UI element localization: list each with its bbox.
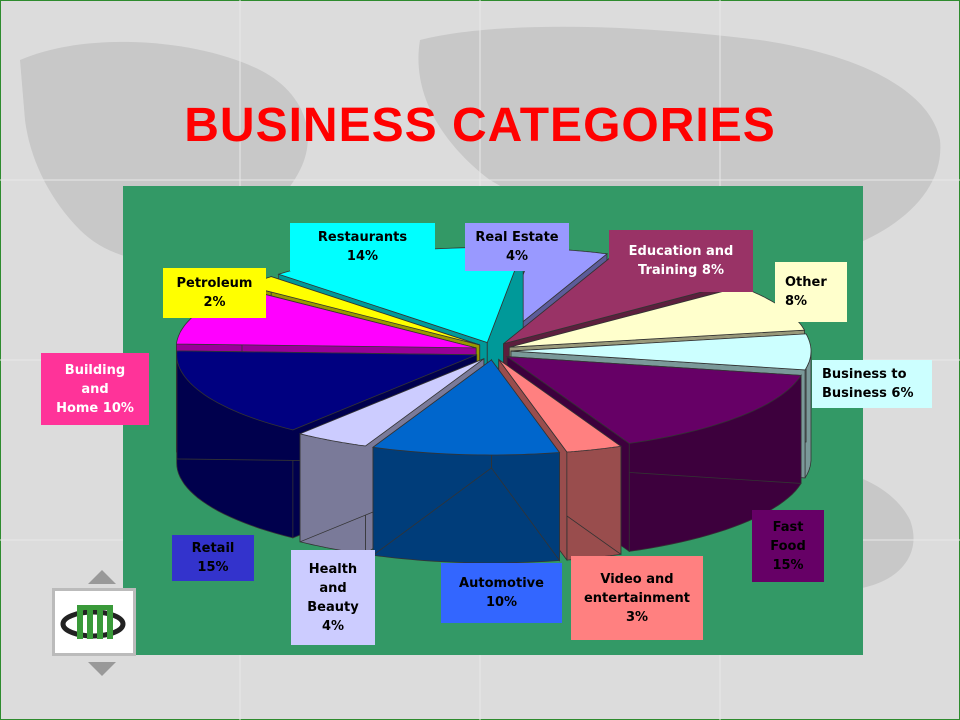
pie-chart [175, 247, 812, 564]
triangle-down-icon[interactable] [88, 662, 116, 676]
label-other: Other 8% [775, 262, 847, 322]
label-education-and-training: Education and Training 8% [609, 230, 753, 292]
navigation-panel [52, 570, 138, 680]
slide-title: BUSINESS CATEGORIES [184, 99, 776, 152]
label-retail: Retail 15% [172, 535, 254, 581]
label-petroleum: Petroleum 2% [163, 268, 266, 318]
company-logo-icon[interactable] [52, 588, 136, 656]
label-health-and-beauty: Health and Beauty 4% [291, 550, 375, 645]
label-automotive: Automotive 10% [441, 563, 562, 623]
pie-slice-automotive [371, 358, 561, 564]
label-fast-food: Fast Food 15% [752, 510, 824, 582]
label-video-and-entertainment: Video and entertainment 3% [571, 556, 703, 640]
triangle-up-icon[interactable] [88, 570, 116, 584]
label-restaurants: Restaurants 14% [290, 223, 435, 271]
label-real-estate: Real Estate 4% [465, 223, 569, 271]
label-building-and-home: Building and Home 10% [41, 353, 149, 425]
label-business-to-business: Business to Business 6% [812, 360, 932, 408]
